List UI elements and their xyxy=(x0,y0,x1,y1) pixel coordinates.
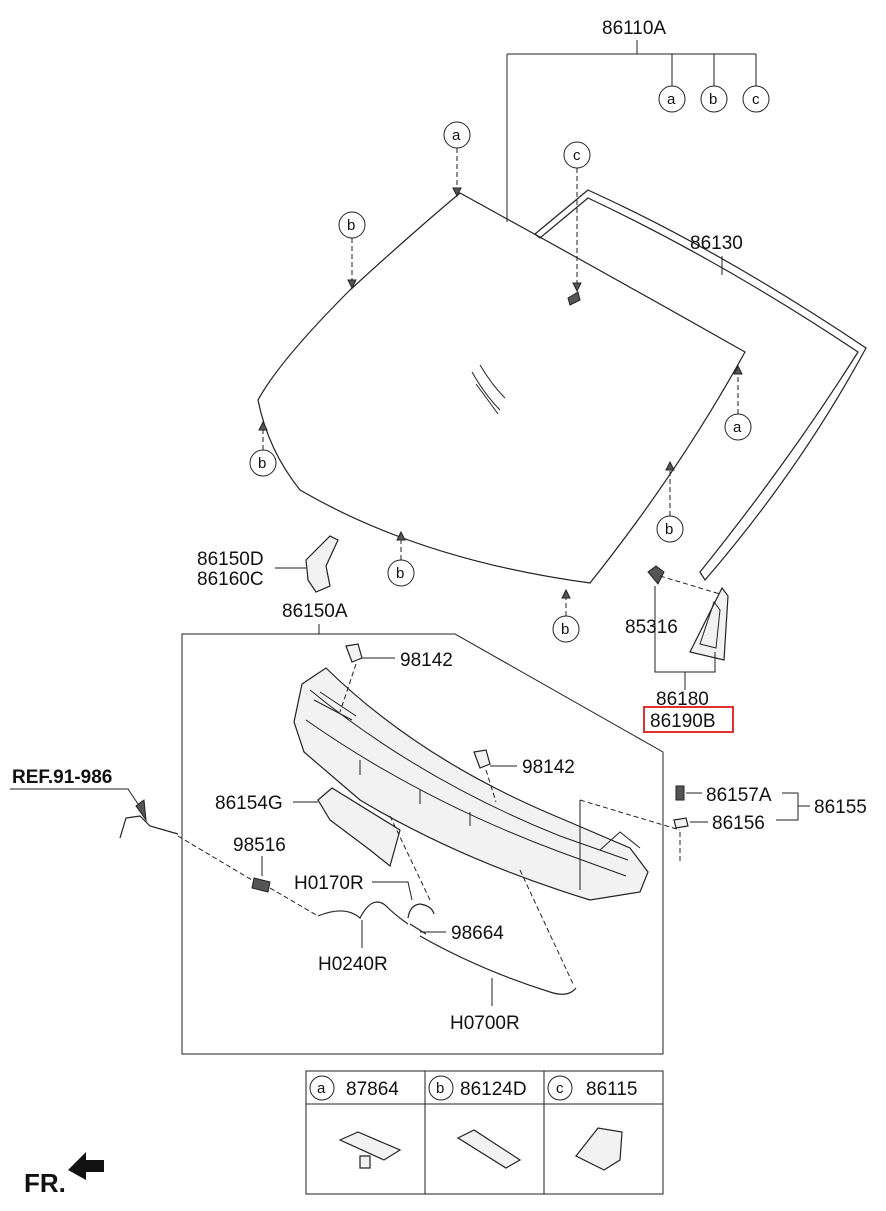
legend-table: a 87864 b 86124D c 86115 xyxy=(305,1070,664,1195)
clip-98142-upper: 98142 xyxy=(339,643,453,713)
label-98142-lower: 98142 xyxy=(522,757,575,778)
marker-b-windshield-bottom-right: b xyxy=(552,588,580,643)
svg-text:c: c xyxy=(556,1080,564,1097)
marker-b-windshield-left: b xyxy=(249,420,277,477)
marker-b-top: b xyxy=(700,85,728,113)
svg-text:a: a xyxy=(452,127,461,144)
highlight-86190b xyxy=(643,706,734,733)
label-front: FR. xyxy=(24,1168,66,1198)
nozzle-98516: 98516 xyxy=(233,835,286,893)
label-86110a: 86110A xyxy=(602,18,666,39)
marker-c-windshield: c xyxy=(563,141,591,293)
label-98664: 98664 xyxy=(451,923,504,944)
svg-text:a: a xyxy=(733,419,742,436)
marker-a-windshield-top: a xyxy=(443,121,471,198)
label-h0700r: H0700R xyxy=(450,1013,520,1034)
svg-text:b: b xyxy=(258,455,266,472)
svg-text:b: b xyxy=(709,91,717,108)
cowl-top-cover-group: 86150A xyxy=(181,601,664,1055)
label-86154g: 86154G xyxy=(215,793,283,814)
legend-b: b 86124D xyxy=(428,1075,527,1169)
cowl-side-cover: 86150D 86160C xyxy=(197,535,339,593)
label-86157a: 86157A xyxy=(706,785,772,806)
legend-a: a 87864 xyxy=(309,1075,402,1169)
legend-c-part: 86115 xyxy=(586,1079,637,1100)
svg-text:a: a xyxy=(667,91,676,108)
windshield-moulding: 86130 xyxy=(534,189,867,582)
svg-text:b: b xyxy=(561,621,569,638)
seal-86154g: 86154G xyxy=(215,787,401,868)
svg-text:b: b xyxy=(665,521,673,538)
marker-b-windshield-right: b xyxy=(656,460,684,543)
label-86150a: 86150A xyxy=(282,601,348,622)
label-98142-upper: 98142 xyxy=(400,650,453,671)
fastener-group: 86157A 86156 86155 xyxy=(673,785,867,862)
label-ref: REF.91-986 xyxy=(12,767,112,788)
label-86155: 86155 xyxy=(814,797,867,818)
svg-text:a: a xyxy=(317,1080,326,1097)
svg-text:b: b xyxy=(436,1080,444,1097)
label-86150d: 86150D xyxy=(197,549,264,570)
legend-c: c 86115 xyxy=(547,1075,637,1171)
clip-98142-lower: 98142 xyxy=(473,749,575,803)
label-85316: 85316 xyxy=(625,617,678,638)
windshield-assy-callout: 86110A a b c xyxy=(506,18,770,222)
label-86156: 86156 xyxy=(712,813,765,834)
label-h0170r: H0170R xyxy=(294,873,364,894)
svg-text:c: c xyxy=(573,147,581,164)
legend-a-part: 87864 xyxy=(346,1079,399,1100)
svg-text:b: b xyxy=(396,565,404,582)
quarter-glass: 85316 86180 86190B xyxy=(625,565,734,733)
marker-a-windshield-right: a xyxy=(724,364,752,441)
front-indicator: FR. xyxy=(24,1152,104,1198)
windshield-glass xyxy=(257,192,746,584)
marker-b-windshield-bottom: b xyxy=(387,530,415,587)
legend-b-part: 86124D xyxy=(460,1079,527,1100)
washer-hoses xyxy=(119,815,577,1006)
marker-a-top: a xyxy=(658,85,686,113)
marker-b-windshield-left-top: b xyxy=(338,211,366,290)
svg-text:b: b xyxy=(347,217,355,234)
marker-c-top: c xyxy=(742,85,770,113)
svg-text:c: c xyxy=(752,91,760,108)
label-h0240r: H0240R xyxy=(318,954,388,975)
ref-91-986: REF.91-986 xyxy=(10,767,147,822)
front-arrow-icon xyxy=(68,1152,104,1180)
label-98516: 98516 xyxy=(233,835,286,856)
cowl-panel xyxy=(293,667,681,901)
label-86130: 86130 xyxy=(690,233,743,254)
label-86190b: 86190B xyxy=(650,711,716,732)
label-86160c: 86160C xyxy=(197,569,264,590)
label-86180: 86180 xyxy=(656,689,709,710)
